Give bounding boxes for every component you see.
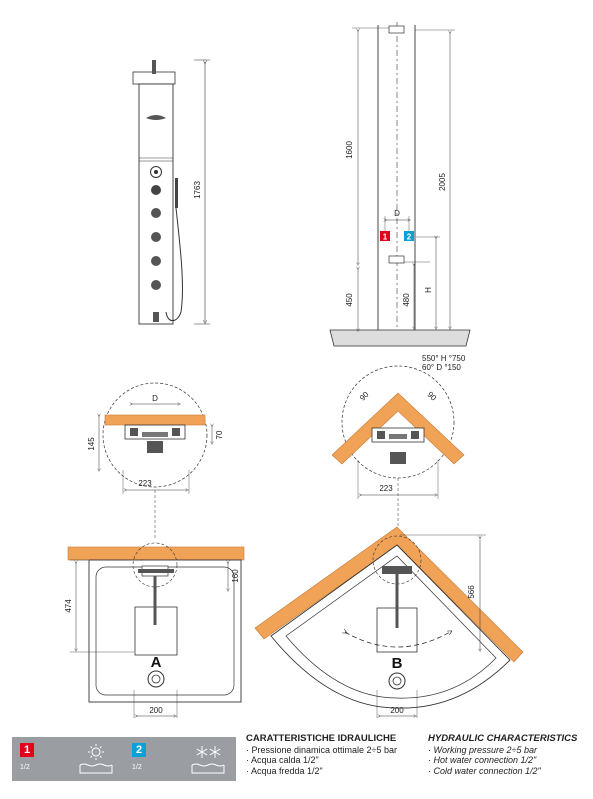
legend-hot-number: 1 bbox=[20, 743, 34, 757]
body-jet-3 bbox=[151, 256, 161, 266]
hot-connection-marker bbox=[380, 231, 390, 241]
cold-connection-marker bbox=[404, 231, 414, 241]
dim-plan-b-drain: 200 bbox=[390, 706, 404, 715]
dim-circle-width: 223 bbox=[138, 479, 152, 488]
hydraulic-it-title: CARATTERISTICHE IDRAULICHE bbox=[246, 733, 397, 744]
hand-shower bbox=[175, 178, 178, 208]
dim-d-label: D bbox=[394, 209, 400, 218]
side-elevation: 1600 450 2005 480 H D 1 2 bbox=[329, 22, 471, 347]
legend-cold-number: 2 bbox=[132, 743, 146, 757]
svg-text:2: 2 bbox=[407, 233, 412, 242]
shower-panel-front: 1763 bbox=[132, 59, 210, 325]
legend-hot-size: 1/2 bbox=[20, 764, 30, 771]
detail-circle-corner: 90 90 223 bbox=[331, 365, 465, 499]
hydraulic-en-line: · Hot water connection 1/2" bbox=[428, 755, 537, 765]
sun-water-icon bbox=[79, 744, 113, 774]
tray-table-row2: 60° D °150 bbox=[422, 363, 461, 372]
dim-plan-a-offset: 160 bbox=[231, 569, 240, 583]
dim-circle-depth: 145 bbox=[87, 437, 96, 451]
wall-section bbox=[104, 414, 206, 426]
legend-cold-card: 2 1/2 bbox=[124, 737, 236, 781]
dim-plan-a-drain: 200 bbox=[149, 706, 163, 715]
dim-angle-width: 223 bbox=[379, 484, 393, 493]
snowflake-water-icon bbox=[191, 746, 225, 774]
detail-circle-flat: D 145 70 223 bbox=[87, 382, 224, 494]
dim-plan-a-depth: 474 bbox=[64, 599, 73, 613]
dim-inlet-height: 480 bbox=[402, 293, 411, 307]
plan-a-label: A bbox=[151, 654, 162, 671]
dim-total-height: 2005 bbox=[438, 173, 447, 191]
body-jet-2 bbox=[151, 232, 161, 242]
hydraulic-en-line: · Cold water connection 1/2" bbox=[428, 765, 541, 776]
hydraulic-en-title: HYDRAULIC CHARACTERISTICS bbox=[428, 733, 578, 744]
wall-plan-b bbox=[254, 526, 524, 663]
hydraulic-en-block: HYDRAULIC CHARACTERISTICS · Working pres… bbox=[428, 733, 578, 776]
body-jet-4 bbox=[151, 280, 161, 290]
dim-h-label: H bbox=[424, 287, 433, 293]
legend-hot-card: 1 1/2 bbox=[12, 737, 124, 781]
dim-panel-height: 1763 bbox=[193, 181, 202, 199]
tray-table-row1: 550° H °750 bbox=[422, 354, 466, 363]
wall-plan-a bbox=[67, 546, 245, 561]
hydraulic-it-line: · Acqua fredda 1/2" bbox=[246, 765, 323, 776]
corner-wall-section bbox=[331, 392, 465, 465]
dim-circle-thick: 70 bbox=[215, 430, 224, 439]
hydraulic-it-line: · Pressione dinamica ottimale 2÷5 bar bbox=[246, 744, 398, 755]
hydraulic-it-line: · Acqua calda 1/2" bbox=[246, 755, 319, 765]
svg-text:D: D bbox=[152, 394, 158, 403]
hydraulic-en-line: · Working pressure 2÷5 bar bbox=[428, 744, 537, 755]
dim-plan-b-diag: 566 bbox=[467, 585, 476, 599]
plan-a-square-tray: A 474 160 200 bbox=[64, 542, 245, 718]
dim-lower-height: 450 bbox=[345, 293, 354, 307]
dim-upper-height: 1600 bbox=[345, 141, 354, 159]
hydraulic-it-block: CARATTERISTICHE IDRAULICHE · Pressione d… bbox=[246, 733, 398, 776]
plan-b-corner-tray: B 566 200 bbox=[254, 526, 524, 718]
plan-b-label: B bbox=[392, 655, 403, 672]
legend-cold-size: 1/2 bbox=[132, 764, 142, 771]
body-jet-1 bbox=[151, 208, 161, 218]
svg-text:1: 1 bbox=[383, 233, 388, 242]
